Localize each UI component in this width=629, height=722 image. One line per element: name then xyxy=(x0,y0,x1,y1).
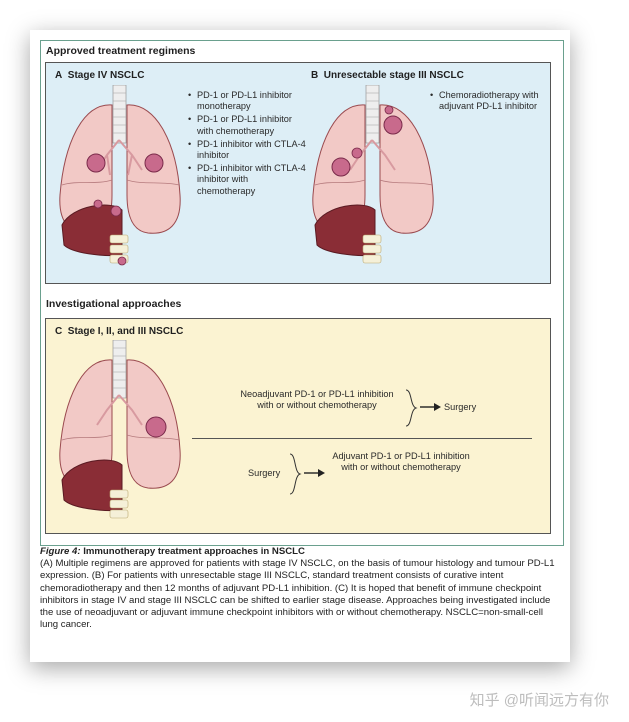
panel-a-regimen-list: PD-1 or PD-L1 inhibitor monotherapy PD-1… xyxy=(188,90,308,199)
section-approved-title: Approved treatment regimens xyxy=(46,45,196,57)
panel-c-label: C Stage I, II, and III NSCLC xyxy=(55,326,183,337)
brace-surgery-icon xyxy=(289,453,302,495)
panel-a-label: A Stage IV NSCLC xyxy=(55,70,144,81)
regimen-item: PD-1 inhibitor with CTLA-4 inhibitor xyxy=(188,139,308,161)
regimen-item: PD-1 or PD-L1 inhibitor monotherapy xyxy=(188,90,308,112)
surgery-after-text: Surgery xyxy=(444,402,477,412)
panel-b-label: B Unresectable stage III NSCLC xyxy=(311,70,464,81)
panel-c-letter: C xyxy=(55,326,63,337)
panel-b-letter: B xyxy=(311,70,319,81)
adjuvant-text: Adjuvant PD-1 or PD-L1 inhibition with o… xyxy=(332,451,470,473)
caption-text: (A) Multiple regimens are approved for p… xyxy=(40,558,555,631)
lungs-illustration-c xyxy=(59,340,181,519)
lungs-illustration-b xyxy=(312,85,434,264)
panel-b-regimen-list: Chemoradiotherapy with adjuvant PD-L1 in… xyxy=(430,90,548,114)
watermark: 知乎 @听闻远方有你 xyxy=(469,692,609,709)
surgery-before-text: Surgery xyxy=(248,468,281,478)
panel-b-title: Unresectable stage III NSCLC xyxy=(323,70,464,81)
regimen-item: PD-1 or PD-L1 inhibitor with chemotherap… xyxy=(188,114,308,136)
caption-title: Immunotherapy treatment approaches in NS… xyxy=(83,546,305,557)
caption-label: Figure 4: xyxy=(40,546,81,557)
neoadjuvant-text: Neoadjuvant PD-1 or PD-L1 inhibition wit… xyxy=(240,389,394,411)
panel-c-divider xyxy=(192,438,532,439)
section-investigational-title: Investigational approaches xyxy=(46,298,182,310)
figure-caption: Figure 4: Immunotherapy treatment approa… xyxy=(40,546,562,631)
brace-neoadjuvant-icon xyxy=(405,389,418,427)
panel-a-title: Stage IV NSCLC xyxy=(67,70,145,81)
arrow-right-icon xyxy=(304,469,325,477)
arrow-right-icon xyxy=(420,403,441,411)
lungs-illustration-a xyxy=(59,85,181,266)
caption-heading: Figure 4: Immunotherapy treatment approa… xyxy=(40,546,305,557)
regimen-item: Chemoradiotherapy with adjuvant PD-L1 in… xyxy=(430,90,548,112)
regimen-item: PD-1 inhibitor with CTLA-4 inhibitor wit… xyxy=(188,163,308,197)
panel-c-title: Stage I, II, and III NSCLC xyxy=(67,326,184,337)
panel-a-letter: A xyxy=(55,70,63,81)
